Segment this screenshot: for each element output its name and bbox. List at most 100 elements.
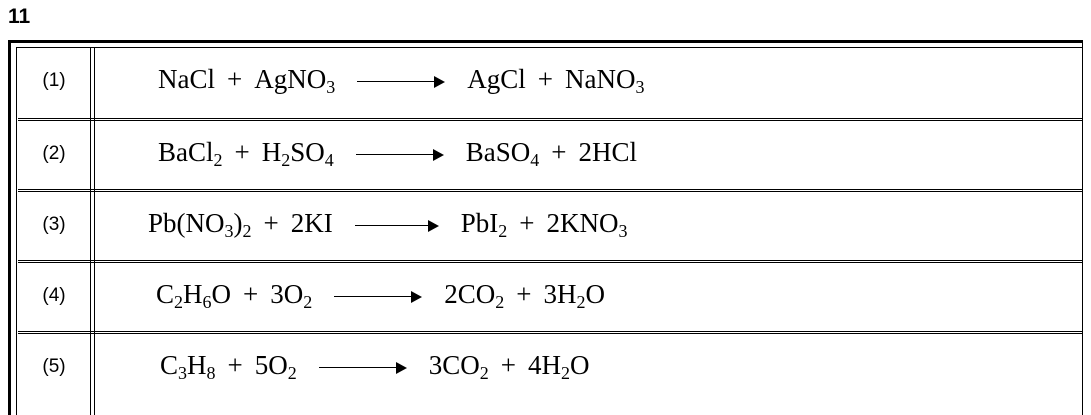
- row-label: (5): [42, 356, 66, 377]
- formula: NaCl: [158, 64, 215, 94]
- formula: C2H6O: [156, 279, 232, 312]
- formula-text: BaCl: [158, 137, 214, 167]
- formula-text: AgCl: [467, 64, 526, 94]
- formula: BaCl2: [158, 137, 223, 170]
- subscript: 3: [224, 221, 234, 241]
- formula-text: ): [233, 208, 243, 238]
- formula-text: H: [261, 137, 282, 167]
- formula-text: C: [160, 350, 179, 380]
- subscript: 2: [174, 292, 184, 312]
- formula: 4H2O: [528, 350, 590, 383]
- subscript: 2: [242, 221, 252, 241]
- formula-text: C: [156, 279, 175, 309]
- plus-sign: +: [537, 64, 553, 94]
- reaction-arrow-icon: [355, 148, 444, 161]
- subscript: 4: [530, 150, 540, 170]
- formula-text: PbI: [460, 208, 499, 238]
- row-separator: [18, 118, 1083, 121]
- subscript: 3: [618, 221, 628, 241]
- formula-text: O: [585, 279, 606, 309]
- plus-sign: +: [551, 137, 567, 167]
- formula: 5O2: [254, 350, 297, 383]
- plus-sign: +: [227, 64, 243, 94]
- row-separator: [18, 189, 1083, 192]
- formula: 2CO2: [444, 279, 505, 312]
- formula: 3H2O: [543, 279, 606, 312]
- table-inner-border: [16, 47, 1082, 415]
- row-separator: [18, 331, 1083, 334]
- question-number: 11: [8, 5, 31, 28]
- formula-text: NaCl: [158, 64, 215, 94]
- formula: H2SO4: [261, 137, 334, 170]
- formula: 2KNO3: [546, 208, 628, 241]
- formula-text: 3H: [543, 279, 577, 309]
- plus-sign: +: [234, 137, 250, 167]
- subscript: 3: [635, 77, 645, 97]
- formula-text: 2KI: [290, 208, 333, 238]
- subscript: 3: [178, 363, 188, 383]
- subscript: 2: [281, 150, 291, 170]
- reaction-arrow-icon: [354, 219, 439, 232]
- plus-sign: +: [227, 350, 243, 380]
- plus-sign: +: [500, 350, 516, 380]
- formula-text: 4H: [528, 350, 561, 380]
- subscript: 2: [213, 150, 223, 170]
- formula-text: 2KNO: [546, 208, 619, 238]
- formula-text: 5O: [254, 350, 288, 380]
- row-label: (4): [42, 285, 66, 306]
- formula: AgNO3: [254, 64, 336, 97]
- reaction-arrow-icon: [357, 75, 446, 88]
- row-label: (1): [42, 70, 66, 91]
- formula: AgCl: [467, 64, 526, 94]
- formula: C3H8: [160, 350, 216, 383]
- subscript: 2: [498, 221, 508, 241]
- subscript: 4: [324, 150, 334, 170]
- formula-text: O: [570, 350, 590, 380]
- formula-text: H: [183, 279, 203, 309]
- formula: PbI2: [460, 208, 508, 241]
- formula-text: O: [211, 279, 232, 309]
- plus-sign: +: [263, 208, 279, 238]
- formula-text: 2CO: [444, 279, 496, 309]
- reaction-table: [8, 40, 1083, 415]
- reaction-arrow-icon: [334, 290, 423, 303]
- row-label: (3): [42, 214, 66, 235]
- row-label: (2): [42, 143, 66, 164]
- subscript: 2: [561, 363, 570, 383]
- formula-text: Pb(NO: [148, 208, 225, 238]
- subscript: 2: [303, 292, 313, 312]
- formula-text: 3CO: [428, 350, 480, 380]
- subscript: 2: [287, 363, 297, 383]
- reaction-arrow-icon: [318, 361, 407, 374]
- formula: NaNO3: [564, 64, 645, 97]
- formula-text: H: [187, 350, 207, 380]
- formula-text: SO: [290, 137, 325, 167]
- formula-text: BaSO: [465, 137, 531, 167]
- subscript: 8: [206, 363, 216, 383]
- plus-sign: +: [519, 208, 535, 238]
- formula: 2HCl: [579, 137, 638, 167]
- row-separator: [18, 260, 1083, 263]
- formula-text: 2HCl: [578, 137, 638, 167]
- subscript: 2: [479, 363, 489, 383]
- subscript: 6: [202, 292, 212, 312]
- formula-text: NaNO: [564, 64, 636, 94]
- formula: 2KI: [291, 208, 333, 238]
- formula-text: 3O: [270, 279, 304, 309]
- column-divider: [90, 47, 95, 415]
- formula: Pb(NO3)2: [148, 208, 252, 241]
- subscript: 2: [576, 292, 586, 312]
- formula: BaSO4: [465, 137, 540, 170]
- formula-text: AgNO: [254, 64, 327, 94]
- subscript: 2: [495, 292, 505, 312]
- plus-sign: +: [516, 279, 532, 309]
- subscript: 3: [326, 77, 336, 97]
- formula: 3O2: [270, 279, 313, 312]
- formula: 3CO2: [428, 350, 489, 383]
- plus-sign: +: [243, 279, 259, 309]
